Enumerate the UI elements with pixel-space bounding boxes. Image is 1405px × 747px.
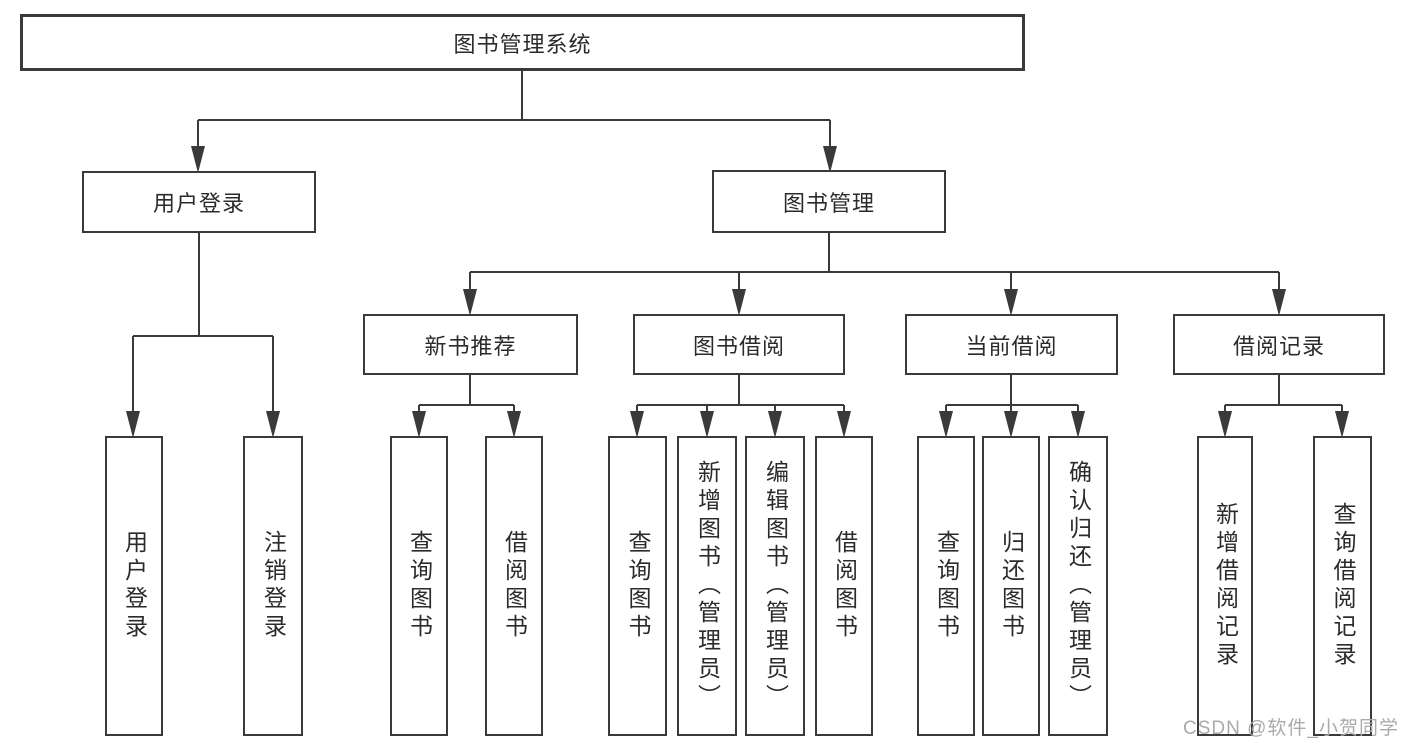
leaf-edit-book-admin: 编辑图书（管理员） [745, 436, 805, 736]
leaf-query-books-current: 查询图书 [917, 436, 975, 736]
leaf-query-borrow-record: 查询借阅记录 [1313, 436, 1372, 736]
leaf-query-books-borrow: 查询图书 [608, 436, 667, 736]
leaf-add-book-admin: 新增图书（管理员） [677, 436, 737, 736]
node-user-login: 用户登录 [82, 171, 316, 233]
leaf-logout-login: 注销登录 [243, 436, 303, 736]
leaf-confirm-return-admin: 确认归还（管理员） [1048, 436, 1108, 736]
leaf-borrow-books-borrow: 借阅图书 [815, 436, 873, 736]
node-book-management: 图书管理 [712, 170, 946, 233]
node-new-book-recommend: 新书推荐 [363, 314, 578, 375]
node-book-borrow: 图书借阅 [633, 314, 845, 375]
node-root-system: 图书管理系统 [20, 14, 1025, 71]
leaf-add-borrow-record: 新增借阅记录 [1197, 436, 1253, 736]
leaf-query-books-recommend: 查询图书 [390, 436, 448, 736]
leaf-borrow-books-recommend: 借阅图书 [485, 436, 543, 736]
node-current-borrow: 当前借阅 [905, 314, 1118, 375]
csdn-watermark: CSDN @软件_小贺同学 [1183, 718, 1399, 739]
leaf-user-login: 用户登录 [105, 436, 163, 736]
leaf-return-books: 归还图书 [982, 436, 1040, 736]
node-borrow-records: 借阅记录 [1173, 314, 1385, 375]
